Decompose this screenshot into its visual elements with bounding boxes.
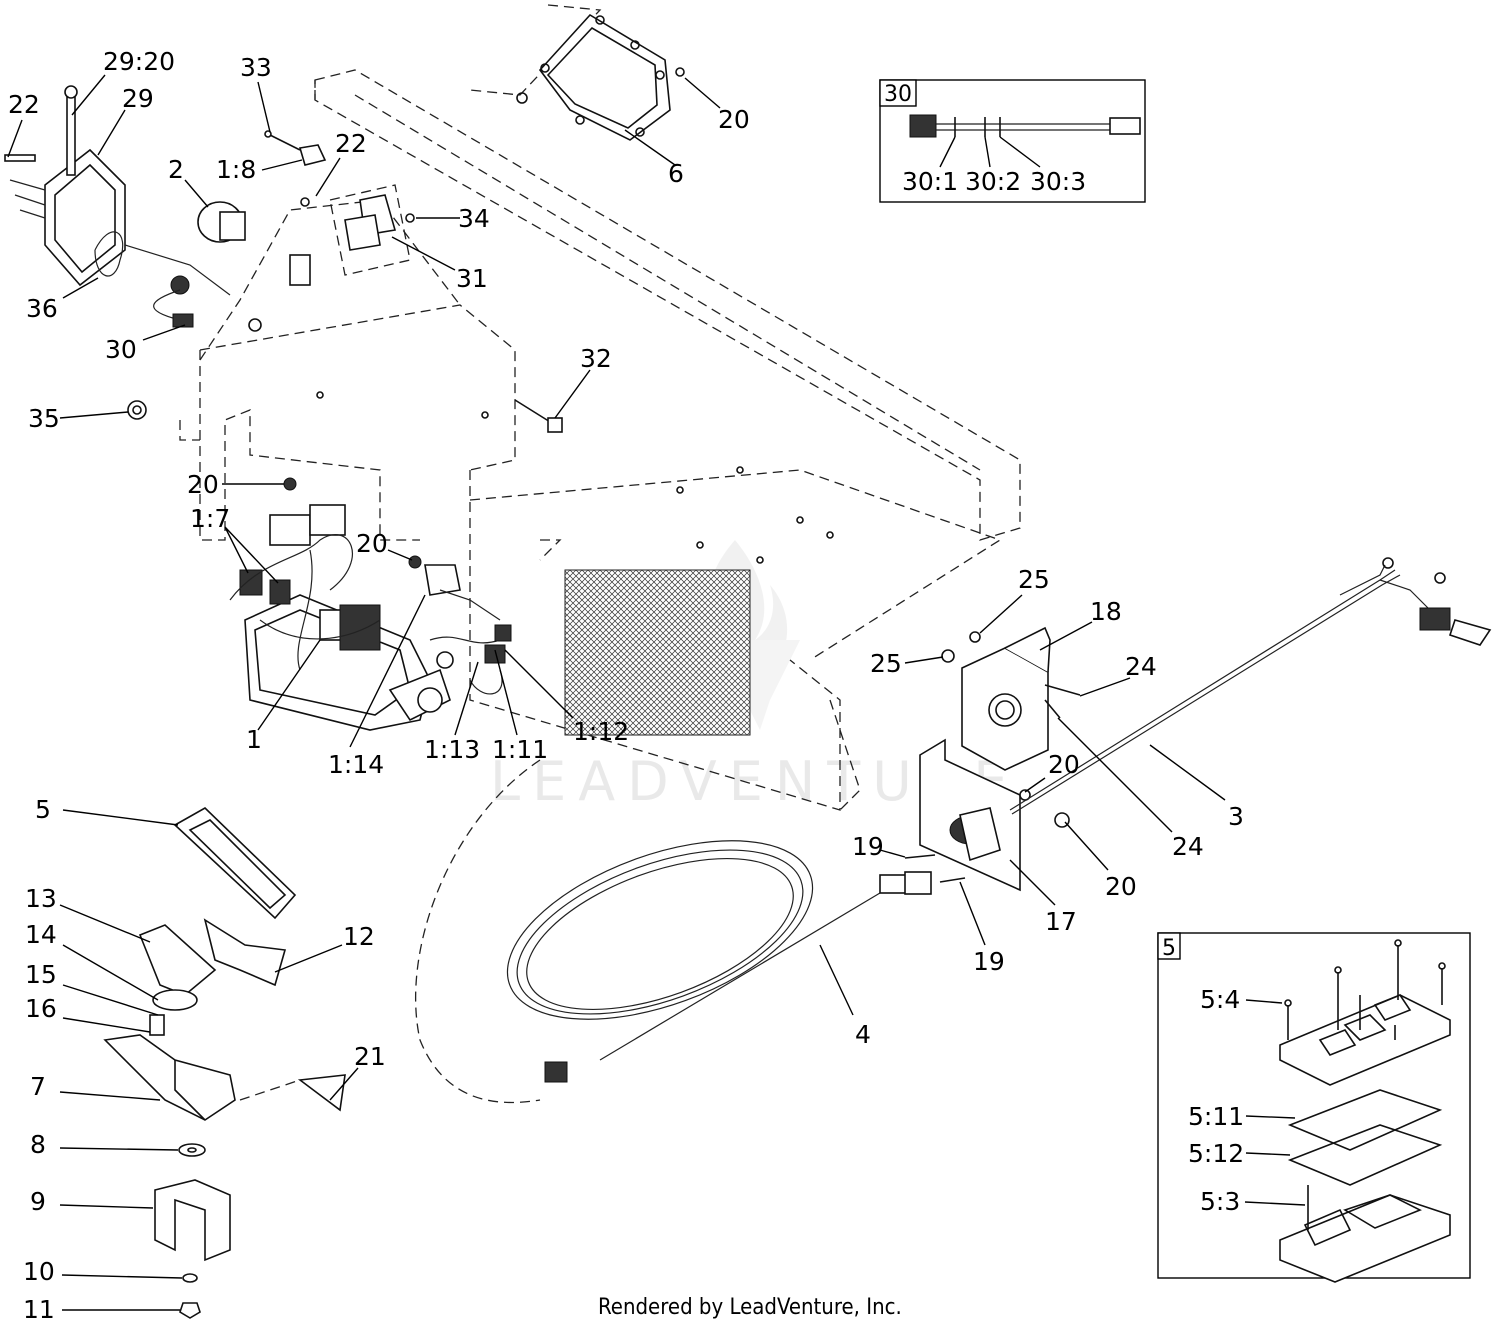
callout-20-b: 20 — [187, 470, 219, 499]
display-5 — [173, 807, 297, 920]
inset-30-label-1: 30:1 — [902, 167, 958, 196]
callout-11: 11 — [23, 1295, 55, 1324]
washer-10 — [182, 1273, 198, 1283]
callout-20-c: 20 — [356, 529, 388, 558]
callout-15: 15 — [25, 960, 57, 989]
callout-25-b: 25 — [870, 649, 902, 678]
inset-5-label-12: 5:12 — [1188, 1139, 1244, 1168]
bracket-18 — [941, 626, 1081, 771]
switch-2 — [197, 201, 246, 243]
callout-32: 32 — [580, 344, 612, 373]
callout-14: 14 — [25, 920, 57, 949]
frame-assembly — [179, 69, 1021, 811]
callout-16: 16 — [25, 994, 57, 1023]
nut-35 — [127, 400, 147, 420]
callout-1-12: 1:12 — [573, 717, 629, 746]
callout-18: 18 — [1090, 597, 1122, 626]
callout-20-d: 20 — [1048, 750, 1080, 779]
cover-plate-6 — [469, 4, 685, 141]
bolt-32 — [514, 399, 563, 433]
inset-30: 30 30:1 30:2 30:3 — [879, 79, 1146, 203]
callout-2: 2 — [168, 155, 184, 184]
callout-4: 4 — [855, 1020, 871, 1049]
cable-4 — [414, 759, 966, 1104]
callout-20-top: 20 — [718, 105, 750, 134]
callout-9: 9 — [30, 1187, 46, 1216]
bracket-7 — [103, 1034, 236, 1121]
callout-34: 34 — [458, 204, 490, 233]
callout-1-14: 1:14 — [328, 750, 384, 779]
callout-29-20: 29:20 — [103, 47, 175, 76]
inset-5-label-4: 5:4 — [1200, 985, 1240, 1014]
inset-5-label-3: 5:3 — [1200, 1187, 1240, 1216]
callout-3: 3 — [1228, 802, 1244, 831]
spacer-9 — [154, 1179, 231, 1262]
callout-21: 21 — [354, 1042, 386, 1071]
leader-lines — [7, 74, 1226, 1311]
callout-19-b: 19 — [973, 947, 1005, 976]
callout-5: 5 — [35, 795, 51, 824]
inset-30-label-3: 30:3 — [1030, 167, 1086, 196]
inset-5: 5 5:4 5:11 5:12 5:3 — [1157, 932, 1471, 1283]
cable-36 — [94, 231, 231, 328]
inset-5-label-11: 5:11 — [1188, 1102, 1244, 1131]
inset-5-tag: 5 — [1162, 936, 1176, 961]
callout-1-8: 1:8 — [216, 155, 256, 184]
mount-12-13 — [138, 918, 287, 1036]
bolt-33 — [264, 130, 327, 166]
callout-35: 35 — [28, 404, 60, 433]
callout-7: 7 — [30, 1072, 46, 1101]
relay-31 — [289, 184, 415, 286]
inset-30-label-2: 30:2 — [965, 167, 1021, 196]
callout-19-a: 19 — [852, 832, 884, 861]
inset-30-tag: 30 — [884, 82, 912, 107]
callout-22-b: 22 — [335, 129, 367, 158]
callout-30: 30 — [105, 335, 137, 364]
callout-10: 10 — [23, 1257, 55, 1286]
callout-1-13: 1:13 — [424, 735, 480, 764]
callout-31: 31 — [456, 264, 488, 293]
decal-21 — [239, 1074, 346, 1112]
callout-33: 33 — [240, 53, 272, 82]
callout-20-e: 20 — [1105, 872, 1137, 901]
callout-8: 8 — [30, 1130, 46, 1159]
callout-1-7: 1:7 — [190, 504, 230, 533]
harness-3 — [1009, 557, 1492, 815]
callout-29: 29 — [122, 84, 154, 113]
callout-13: 13 — [25, 884, 57, 913]
mount-plate-17 — [919, 738, 1070, 892]
callout-1: 1 — [246, 725, 262, 754]
callout-6: 6 — [668, 159, 684, 188]
washer-8 — [178, 1143, 206, 1157]
callout-22: 22 — [8, 90, 40, 119]
nut-11 — [179, 1302, 201, 1319]
callout-17: 17 — [1045, 907, 1077, 936]
callout-36: 36 — [26, 294, 58, 323]
callout-1-11: 1:11 — [492, 735, 548, 764]
controller-29 — [4, 85, 126, 287]
callout-25-a: 25 — [1018, 565, 1050, 594]
callout-labels: 22 29:20 29 33 20 6 1:8 22 2 34 31 36 30… — [8, 47, 1244, 1324]
callout-24-a: 24 — [1125, 652, 1157, 681]
footer-credit: Rendered by LeadVenture, Inc. — [598, 1295, 902, 1320]
callout-12: 12 — [343, 922, 375, 951]
callout-24-b: 24 — [1172, 832, 1204, 861]
